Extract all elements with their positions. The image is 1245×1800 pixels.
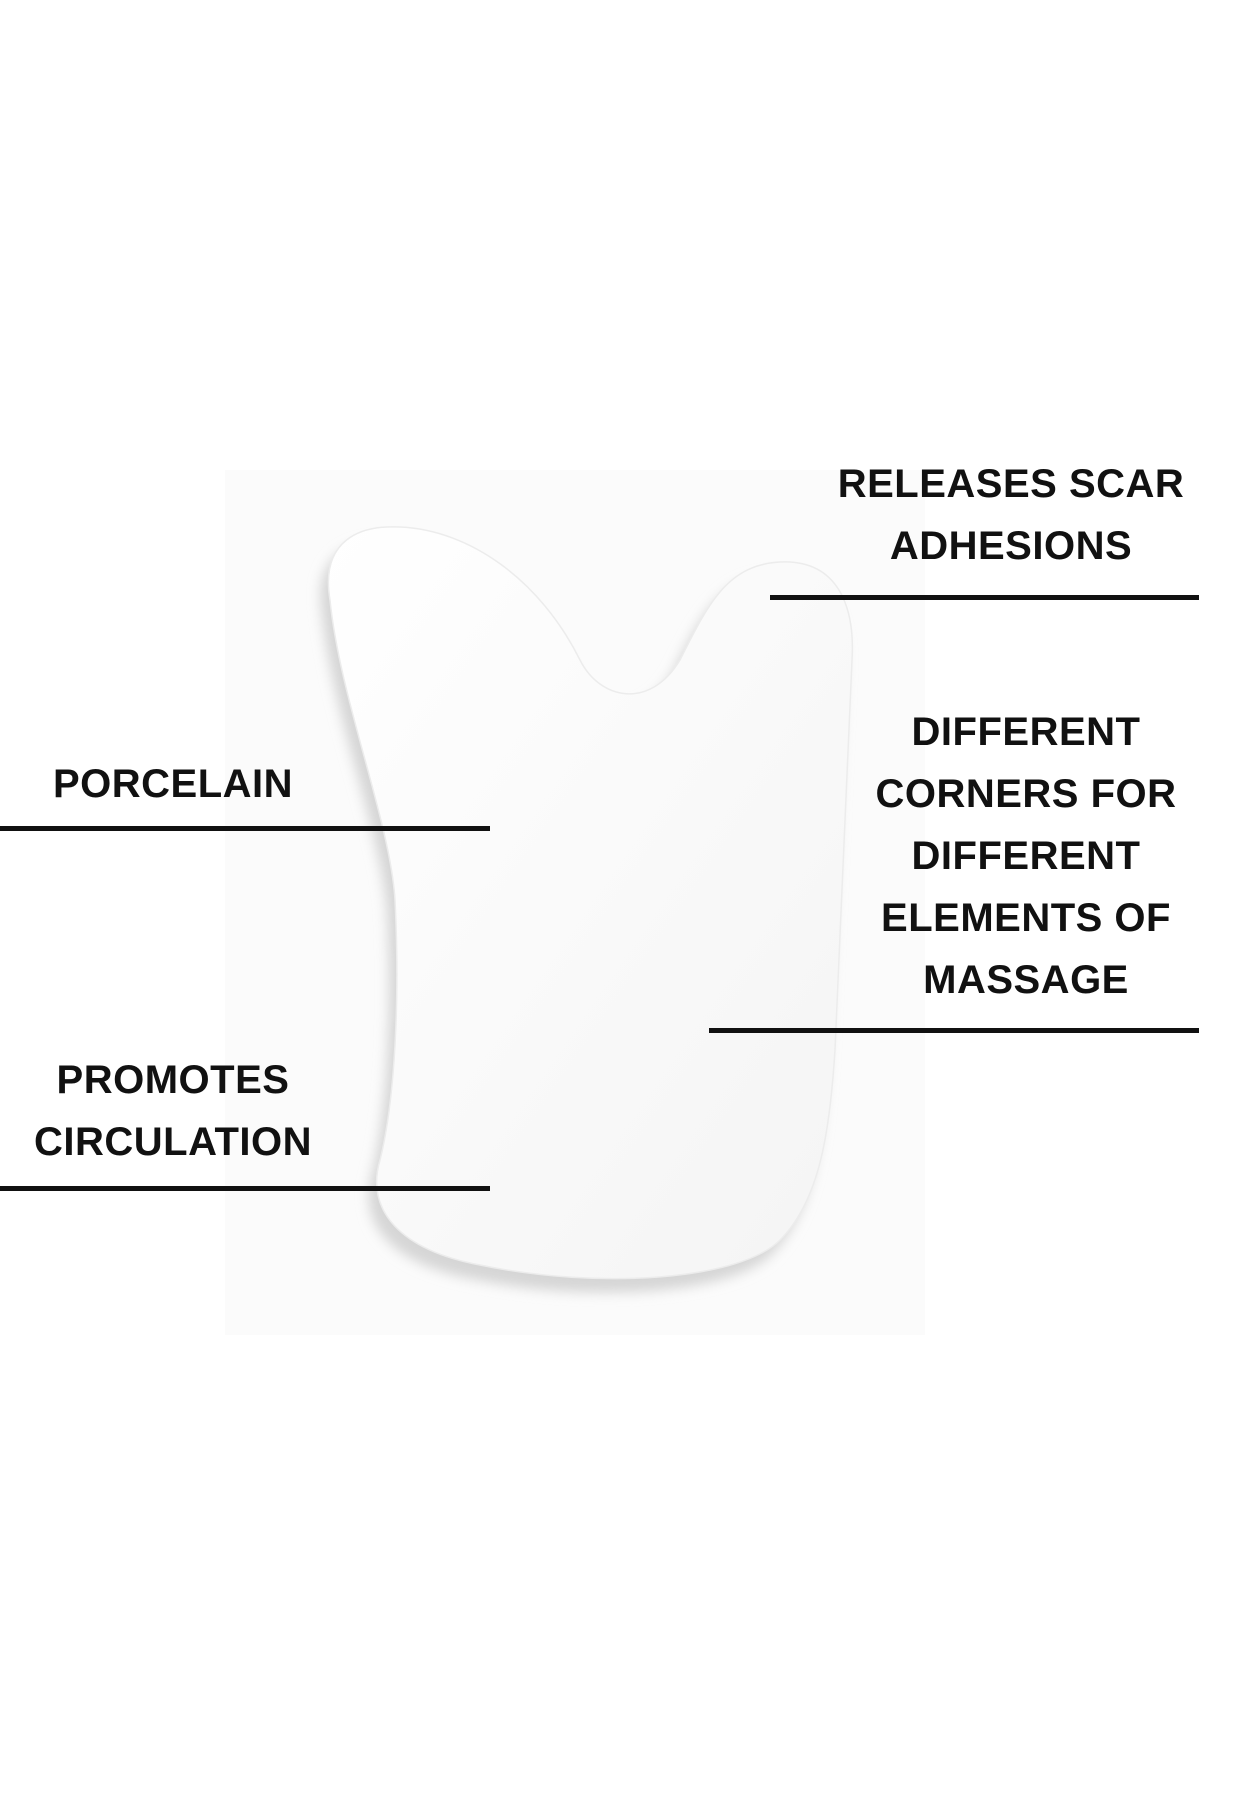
callout-releases-scar-adhesions: RELEASES SCAR ADHESIONS (838, 453, 1185, 577)
callout-text: RELEASES SCAR (837, 462, 1185, 506)
callout-text: ADHESIONS (889, 524, 1133, 568)
callout-text: CIRCULATION (33, 1120, 313, 1164)
callout-text: MASSAGE (923, 958, 1129, 1002)
callout-line-porcelain (0, 826, 490, 831)
callout-line-corners (709, 1028, 1199, 1033)
callout-text: DIFFERENT (911, 834, 1141, 878)
callout-text: PROMOTES (56, 1058, 290, 1102)
callout-promotes-circulation: PROMOTES CIRCULATION (34, 1049, 312, 1173)
callout-text: CORNERS FOR (875, 772, 1177, 816)
callout-porcelain: PORCELAIN (53, 753, 293, 815)
gua-sha-body (327, 526, 854, 1280)
callout-text: DIFFERENT (911, 710, 1141, 754)
callout-text: ELEMENTS OF (881, 896, 1171, 940)
callout-line-releases (770, 595, 1199, 600)
callout-different-corners: DIFFERENT CORNERS FOR DIFFERENT ELEMENTS… (875, 701, 1176, 1011)
callout-text: PORCELAIN (52, 762, 294, 806)
callout-line-circulation (0, 1186, 490, 1191)
